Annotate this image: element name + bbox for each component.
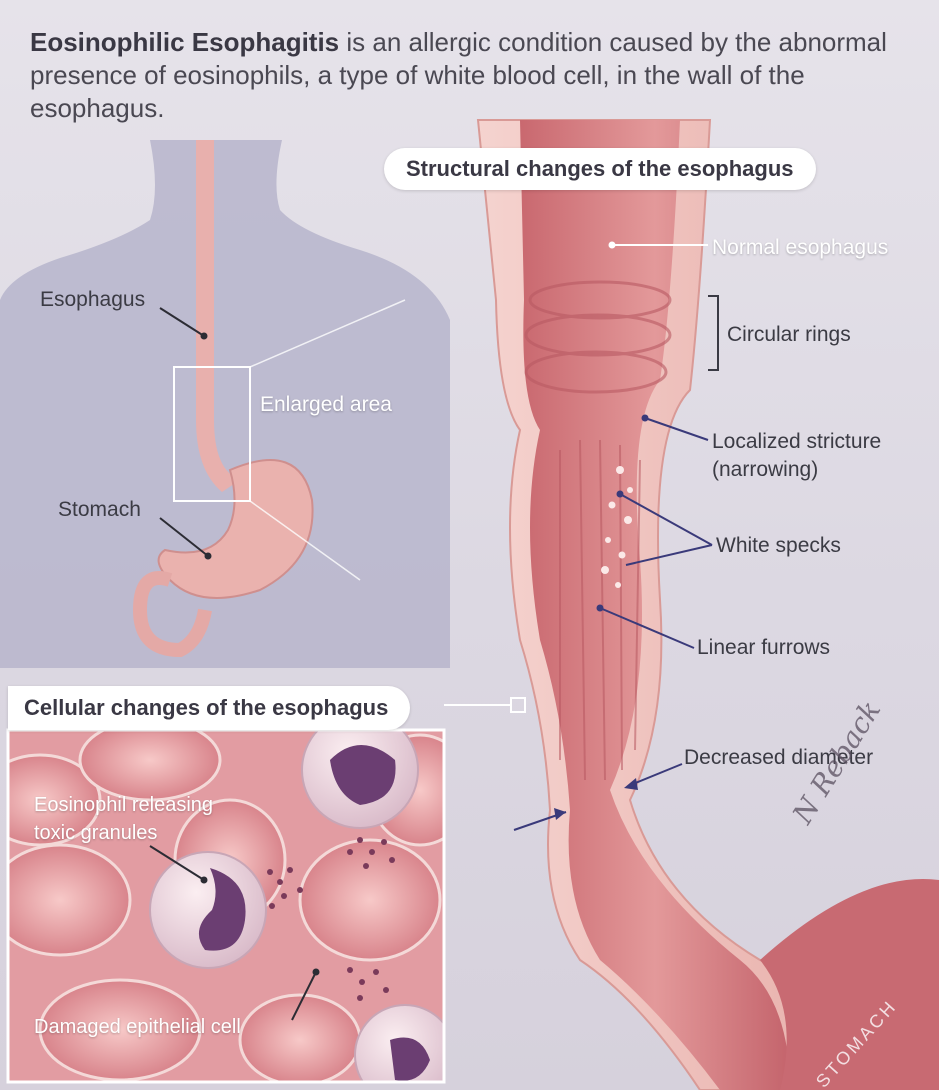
cellular-source-box — [511, 698, 525, 712]
intro-lead: Eosinophilic Esophagitis — [30, 27, 339, 57]
label-circular-rings: Circular rings — [727, 323, 851, 347]
dot-furrows — [597, 605, 604, 612]
dot-damaged — [313, 969, 320, 976]
dot-stricture — [642, 415, 649, 422]
label-normal-esophagus: Normal esophagus — [712, 236, 888, 260]
cellular-changes-title: Cellular changes of the esophagus — [8, 686, 410, 730]
dot-esophagus — [201, 333, 208, 340]
structural-changes-title: Structural changes of the esophagus — [384, 148, 816, 190]
label-stomach: Stomach — [58, 498, 141, 522]
bracket-rings — [708, 296, 718, 370]
label-linear-furrows: Linear furrows — [697, 636, 830, 660]
label-damaged-epithelial-cell: Damaged epithelial cell — [34, 1016, 241, 1039]
intro-paragraph: Eosinophilic Esophagitis is an allergic … — [30, 26, 890, 125]
label-white-specks: White specks — [716, 534, 841, 558]
dot-eosinophil — [201, 877, 208, 884]
dot-specks — [617, 491, 624, 498]
label-eosinophil-line1: Eosinophil releasing — [34, 794, 213, 817]
label-localized-stricture: Localized stricture — [712, 430, 881, 454]
dot-normal — [609, 242, 616, 249]
label-esophagus: Esophagus — [40, 288, 145, 312]
label-narrowing: (narrowing) — [712, 458, 818, 482]
label-eosinophil-line2: toxic granules — [34, 822, 157, 845]
label-enlarged-area: Enlarged area — [260, 393, 392, 417]
dot-stomach — [205, 553, 212, 560]
